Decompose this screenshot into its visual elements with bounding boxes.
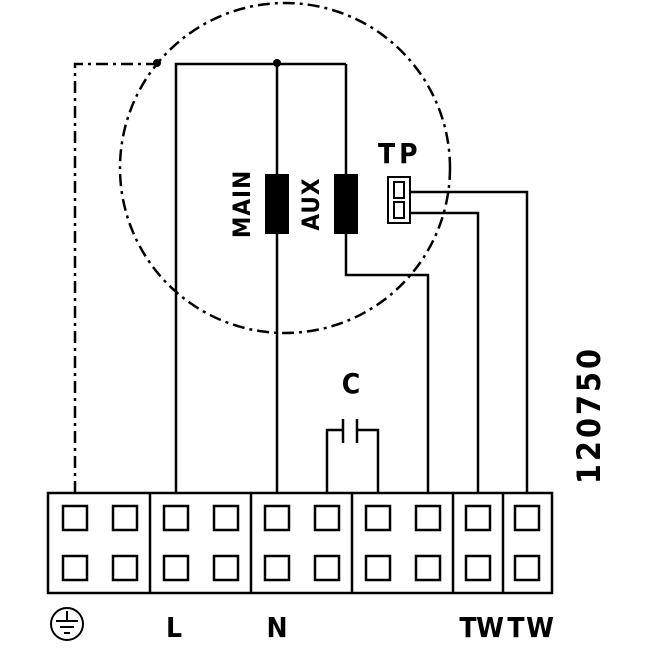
main-winding (265, 174, 289, 234)
motor-boundary (118, 1, 452, 335)
terminal-screw (263, 554, 291, 582)
terminal-label-t1: T (459, 611, 477, 644)
earth-ground-icon (50, 607, 84, 641)
terminal-screw (61, 554, 89, 582)
terminal-screw (464, 554, 492, 582)
line-wire (174, 62, 346, 493)
terminal-screw (414, 504, 442, 532)
terminal-screw (364, 504, 392, 532)
terminal-block (46, 491, 554, 595)
terminal-screw (162, 504, 190, 532)
terminal-label-w2: W (526, 611, 554, 644)
terminal-label-w1: W (476, 611, 504, 644)
aux-label: AUX (297, 177, 325, 230)
ground-junction (153, 59, 161, 67)
terminal-screw (464, 504, 492, 532)
part-code: 120750 (570, 346, 608, 484)
terminal-screw (313, 554, 341, 582)
thermal-protector (387, 176, 411, 224)
aux-winding (334, 174, 358, 234)
terminal-screw (111, 504, 139, 532)
terminal-screw (212, 554, 240, 582)
capacitor-label: C (342, 367, 360, 400)
aux-wire-bottom (344, 232, 430, 493)
tp-wire-2 (410, 211, 480, 493)
terminal-screw (414, 554, 442, 582)
main-label: MAIN (228, 170, 256, 238)
terminal-screw (61, 504, 89, 532)
tp-wire-1 (410, 190, 529, 493)
capacitor-symbol (325, 419, 380, 493)
terminal-screw (212, 504, 240, 532)
top-junction (273, 59, 281, 67)
terminal-screws (61, 504, 541, 582)
terminal-screw (263, 504, 291, 532)
terminal-label-n: N (266, 611, 287, 644)
terminal-screw (162, 554, 190, 582)
terminal-label-t2: T (507, 611, 525, 644)
terminal-screw (513, 554, 541, 582)
terminal-screw (513, 504, 541, 532)
ground-wire (73, 62, 157, 493)
terminal-screw (364, 554, 392, 582)
terminal-screw (111, 554, 139, 582)
terminal-label-l: L (166, 611, 182, 644)
tp-label: TP (378, 137, 422, 170)
terminal-screw (313, 504, 341, 532)
